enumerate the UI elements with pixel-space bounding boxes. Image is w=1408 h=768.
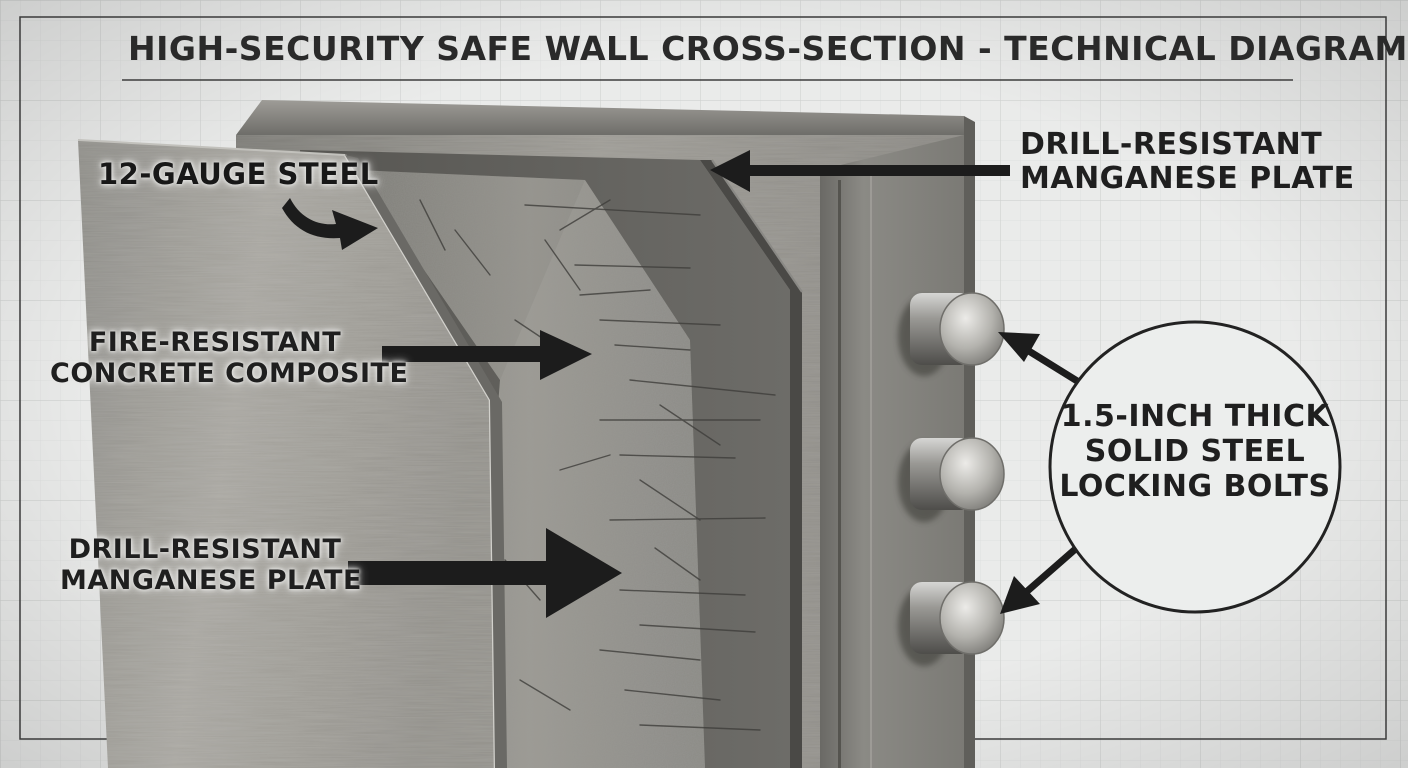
arrow-steel-gauge [282, 198, 378, 250]
label-line: MANGANESE PLATE [1020, 161, 1355, 197]
label-line: MANGANESE PLATE [60, 564, 362, 596]
label-bolts: 1.5-INCH THICK SOLID STEEL LOCKING BOLTS [1050, 399, 1340, 504]
callout-arrows [282, 150, 1084, 618]
label-line: DRILL-RESISTANT [68, 534, 342, 565]
steel-fibres [419, 199, 776, 731]
label-line: LOCKING BOLTS [1059, 468, 1331, 504]
label-line: CONCRETE COMPOSITE [50, 357, 409, 389]
label-line: 12-GAUGE STEEL [98, 157, 379, 191]
safe-wall [77, 100, 1005, 768]
label-line: FIRE-RESISTANT [88, 327, 342, 358]
arrow-plate-right [710, 150, 1010, 192]
locking-bolt [898, 581, 1005, 666]
diagram-title: HIGH-SECURITY SAFE WALL CROSS-SECTION - … [128, 29, 1408, 68]
label-line: SOLID STEEL [1084, 433, 1306, 469]
arrow-concrete [382, 330, 592, 380]
label-plate-left: DRILL-RESISTANT MANGANESE PLATE [60, 534, 362, 597]
locking-bolt [898, 437, 1005, 522]
arrow-plate-left [348, 528, 622, 618]
bolts-callout-circle [1048, 320, 1342, 614]
back-frame-top-edge [236, 100, 964, 135]
arrow-bolt-top [998, 332, 1084, 387]
label-steel-gauge: 12-GAUGE STEEL [98, 157, 379, 191]
label-line: DRILL-RESISTANT [1020, 127, 1323, 162]
locking-bolt [898, 292, 1005, 376]
label-line: 1.5-INCH THICK [1060, 399, 1330, 434]
label-plate-right: DRILL-RESISTANT MANGANESE PLATE [1020, 127, 1355, 197]
label-concrete: FIRE-RESISTANT CONCRETE COMPOSITE [50, 327, 409, 390]
arrow-bolt-bottom [1000, 542, 1083, 614]
